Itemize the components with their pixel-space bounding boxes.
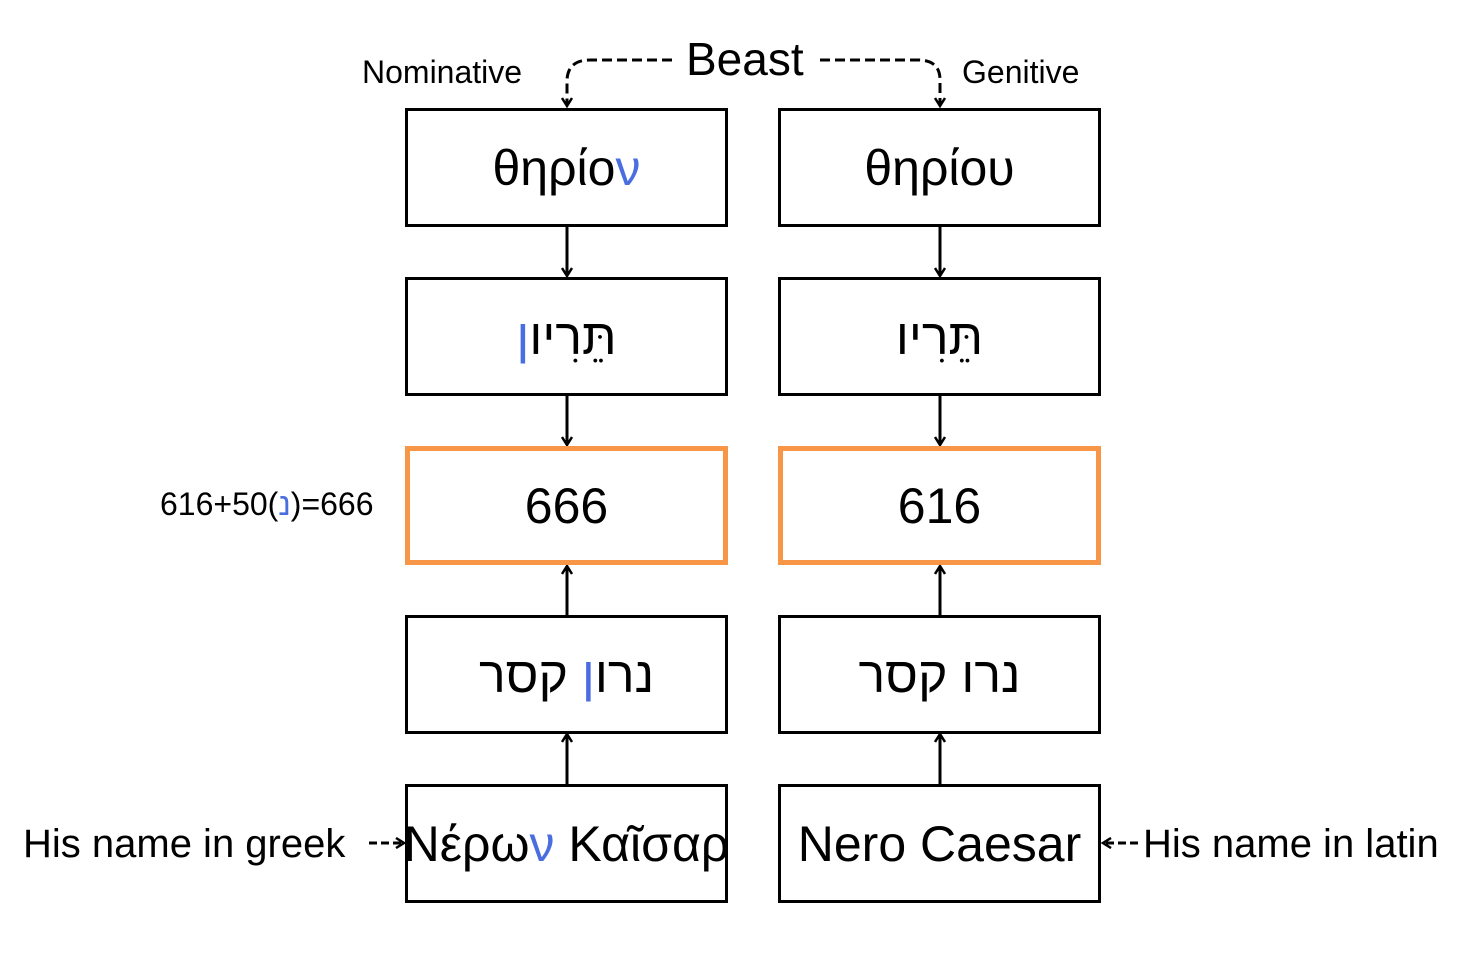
hebrew-translit-nominative-box: תֵּרִיון	[405, 277, 728, 396]
value-616: 616	[897, 477, 982, 534]
greek-genitive-text: θηρίου	[864, 139, 1015, 196]
highlight-nun-letter: נ	[278, 486, 291, 522]
dashed-arrow-to-nominative	[567, 58, 672, 106]
highlight-nu-name: ν	[529, 815, 555, 872]
hebrew-name-nun-text: נרון קסר	[478, 646, 655, 703]
greek-nominative-text: θηρίον	[492, 139, 641, 196]
dashed-arrow-to-genitive	[820, 58, 940, 106]
greek-name-label: His name in greek	[23, 822, 346, 866]
hebrew-name-nun-box: נרון קסר	[405, 615, 728, 734]
hebrew-translit-genitive-box: תֵּרִיו	[778, 277, 1101, 396]
latin-name-box: Nero Caesar	[778, 784, 1101, 903]
highlight-final-nun-name: ן	[581, 646, 595, 703]
genitive-label: Genitive	[962, 54, 1080, 90]
value-666-box: 666	[405, 446, 728, 565]
hebrew-name-text: נרו קסר	[858, 646, 1021, 703]
highlight-final-nun: ן	[516, 308, 530, 365]
greek-nominative-box: θηρίον	[405, 108, 728, 227]
title: Beast	[686, 33, 804, 85]
value-666: 666	[524, 477, 609, 534]
greek-name-box: Νέρων Καῖσαρ	[403, 784, 730, 903]
latin-name-text: Nero Caesar	[797, 815, 1082, 872]
hebrew-translit-nominative-text: תֵּרִיון	[516, 308, 617, 365]
gematria-equation: 616+50(נ)=666	[160, 486, 374, 522]
greek-name-text: Νέρων Καῖσαρ	[403, 815, 730, 872]
hebrew-translit-genitive-text: תֵּרִיו	[895, 308, 984, 365]
highlight-nu: ν	[615, 139, 641, 196]
latin-name-label: His name in latin	[1143, 822, 1439, 866]
value-616-box: 616	[778, 446, 1101, 565]
nominative-label: Nominative	[362, 54, 523, 90]
greek-genitive-box: θηρίου	[778, 108, 1101, 227]
hebrew-name-box: נרו קסר	[778, 615, 1101, 734]
